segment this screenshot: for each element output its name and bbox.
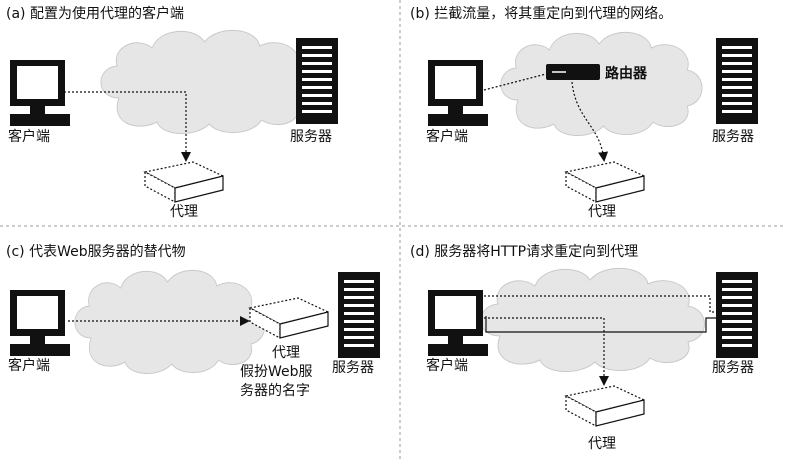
client-label: 客户端 xyxy=(8,357,50,374)
client-to-proxy-path xyxy=(484,317,609,386)
client-to-router-path xyxy=(483,73,547,91)
cloud-icon xyxy=(100,29,314,135)
router-label: 路由器 xyxy=(605,65,648,82)
client-label: 客户端 xyxy=(426,128,468,145)
server-tower-icon[interactable] xyxy=(716,272,758,358)
panel-d-caption: (d) 服务器将HTTP请求重定向到代理 xyxy=(410,244,638,260)
proxy-note-line2: 务器的名字 xyxy=(240,383,310,399)
proxy-box-icon[interactable] xyxy=(565,385,645,427)
panel-a-caption: (a) 配置为使用代理的客户端 xyxy=(6,5,184,22)
router-icon[interactable] xyxy=(546,64,600,80)
panel-d: (d) 服务器将HTTP请求重定向到代理 客户端 服务器 代理 xyxy=(410,244,758,452)
proxy-label: 代理 xyxy=(170,204,198,220)
panel-c-caption: (c) 代表Web服务器的替代物 xyxy=(6,244,186,260)
computer-icon[interactable] xyxy=(428,60,488,126)
cloud-icon xyxy=(74,269,266,375)
proxy-label: 代理 xyxy=(272,345,300,361)
client-label: 客户端 xyxy=(8,128,50,145)
panel-c: (c) 代表Web服务器的替代物 客户端 代理 假扮Web服 务器的名字 服务器 xyxy=(6,244,380,399)
proxy-box-icon[interactable] xyxy=(144,161,224,203)
panel-b: (b) 拦截流量，将其重定向到代理的网络。 客户端 服务器 路由器 代理 xyxy=(410,6,758,220)
proxy-box-icon[interactable] xyxy=(565,161,645,203)
proxy-note-line1: 假扮Web服 xyxy=(240,364,313,380)
proxy-label: 代理 xyxy=(588,436,616,452)
redirect-response-path xyxy=(485,316,716,333)
computer-icon[interactable] xyxy=(428,290,488,356)
cloud-icon xyxy=(500,31,703,137)
server-label: 服务器 xyxy=(712,129,754,145)
client-label: 客户端 xyxy=(426,357,468,374)
request-to-server-path xyxy=(484,295,716,313)
server-tower-icon[interactable] xyxy=(296,38,338,124)
server-label: 服务器 xyxy=(332,360,374,376)
computer-icon[interactable] xyxy=(10,60,70,126)
panel-b-caption: (b) 拦截流量，将其重定向到代理的网络。 xyxy=(410,6,672,22)
server-label: 服务器 xyxy=(290,129,332,145)
server-tower-icon[interactable] xyxy=(716,38,758,124)
computer-icon[interactable] xyxy=(10,290,70,356)
cloud-icon xyxy=(480,267,705,373)
proxy-label: 代理 xyxy=(588,204,616,220)
panel-a: (a) 配置为使用代理的客户端 客户端 服务器 代理 xyxy=(6,5,338,220)
server-tower-icon[interactable] xyxy=(338,272,380,358)
request-path xyxy=(60,91,191,162)
server-label: 服务器 xyxy=(712,360,754,376)
